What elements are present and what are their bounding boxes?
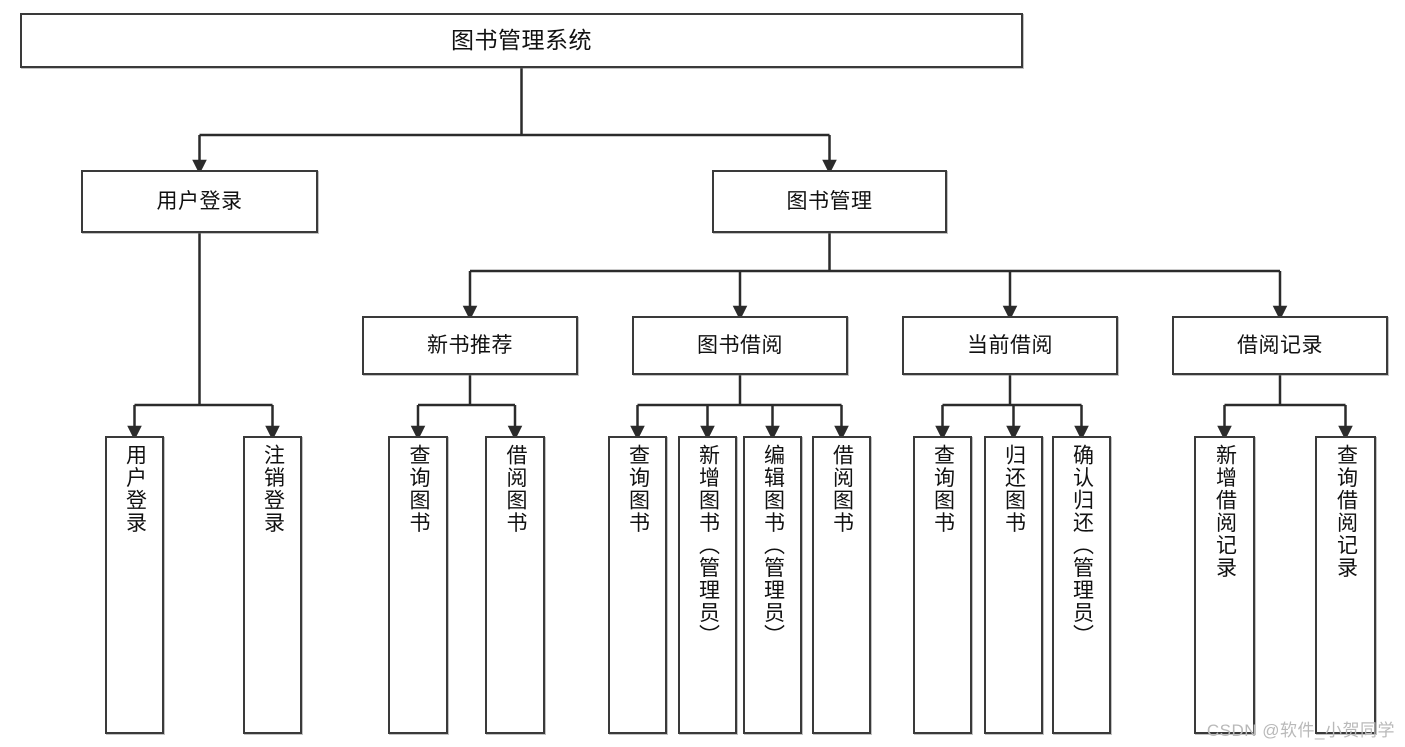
node-leaf-rec-query-book-label: 查询图书: [407, 444, 431, 534]
node-book-borrow-label: 图书借阅: [697, 333, 783, 357]
node-leaf-cur-query-book-label: 查询图书: [931, 444, 955, 534]
node-leaf-logout-label: 注销登录: [261, 444, 285, 534]
node-leaf-cur-return-book[interactable]: 归还图书: [984, 436, 1043, 734]
watermark-text: CSDN @软件_小贺同学: [1206, 721, 1395, 740]
node-root-label: 图书管理系统: [451, 27, 592, 54]
node-book-mgmt-label: 图书管理: [786, 189, 873, 213]
node-leaf-cur-confirm-label: 确认归还（管理员）: [1070, 444, 1094, 647]
node-leaf-cur-confirm[interactable]: 确认归还（管理员）: [1052, 436, 1111, 734]
node-leaf-rec-borrow-book-label: 借阅图书: [504, 444, 528, 534]
node-leaf-brw-query-book[interactable]: 查询图书: [608, 436, 667, 734]
node-leaf-rec-query-record-label: 查询借阅记录: [1334, 444, 1358, 579]
node-leaf-brw-edit-book-label: 编辑图书（管理员）: [761, 444, 785, 647]
node-book-mgmt[interactable]: 图书管理: [712, 170, 947, 233]
node-leaf-cur-query-book[interactable]: 查询图书: [913, 436, 972, 734]
node-borrow-record-label: 借阅记录: [1237, 333, 1323, 357]
node-leaf-logout[interactable]: 注销登录: [243, 436, 302, 734]
node-new-book-rec-label: 新书推荐: [427, 333, 513, 357]
node-user-login[interactable]: 用户登录: [81, 170, 318, 233]
node-leaf-brw-borrow-book-label: 借阅图书: [830, 444, 854, 534]
node-new-book-rec[interactable]: 新书推荐: [362, 316, 578, 375]
node-leaf-user-login-label: 用户登录: [123, 444, 147, 534]
node-leaf-brw-add-book[interactable]: 新增图书（管理员）: [678, 436, 737, 734]
node-leaf-rec-borrow-book[interactable]: 借阅图书: [485, 436, 545, 734]
node-leaf-cur-return-book-label: 归还图书: [1002, 444, 1026, 534]
node-leaf-rec-add-record-label: 新增借阅记录: [1213, 444, 1237, 579]
node-leaf-rec-add-record[interactable]: 新增借阅记录: [1194, 436, 1255, 734]
node-leaf-user-login[interactable]: 用户登录: [105, 436, 164, 734]
node-leaf-rec-query-record[interactable]: 查询借阅记录: [1315, 436, 1376, 734]
node-current-borrow-label: 当前借阅: [967, 333, 1053, 357]
node-leaf-brw-query-book-label: 查询图书: [626, 444, 650, 534]
node-leaf-brw-borrow-book[interactable]: 借阅图书: [812, 436, 871, 734]
node-root[interactable]: 图书管理系统: [20, 13, 1023, 68]
node-leaf-brw-edit-book[interactable]: 编辑图书（管理员）: [743, 436, 802, 734]
node-user-login-label: 用户登录: [156, 189, 243, 213]
node-leaf-rec-query-book[interactable]: 查询图书: [388, 436, 448, 734]
node-leaf-brw-add-book-label: 新增图书（管理员）: [696, 444, 720, 647]
node-book-borrow[interactable]: 图书借阅: [632, 316, 848, 375]
node-borrow-record[interactable]: 借阅记录: [1172, 316, 1388, 375]
node-current-borrow[interactable]: 当前借阅: [902, 316, 1118, 375]
